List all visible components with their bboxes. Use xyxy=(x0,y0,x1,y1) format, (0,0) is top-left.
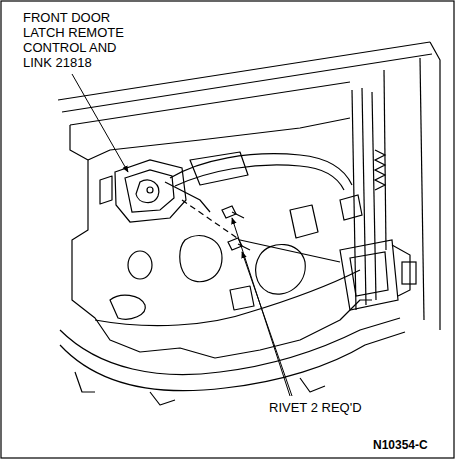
rivets xyxy=(222,206,250,250)
remote-control-mechanism xyxy=(115,160,210,222)
door-panel xyxy=(58,42,440,405)
figure-number: N10354-C xyxy=(372,438,429,453)
part-callout: RIVET 2 REQ'D xyxy=(268,400,363,415)
latch-and-rods xyxy=(340,70,416,310)
link-and-cable xyxy=(170,154,352,262)
leader-lines xyxy=(72,74,292,396)
part-callout: FRONT DOOR LATCH REMOTE CONTROL AND LINK… xyxy=(22,10,132,70)
leader-line xyxy=(72,74,128,172)
leader-line xyxy=(242,252,292,396)
